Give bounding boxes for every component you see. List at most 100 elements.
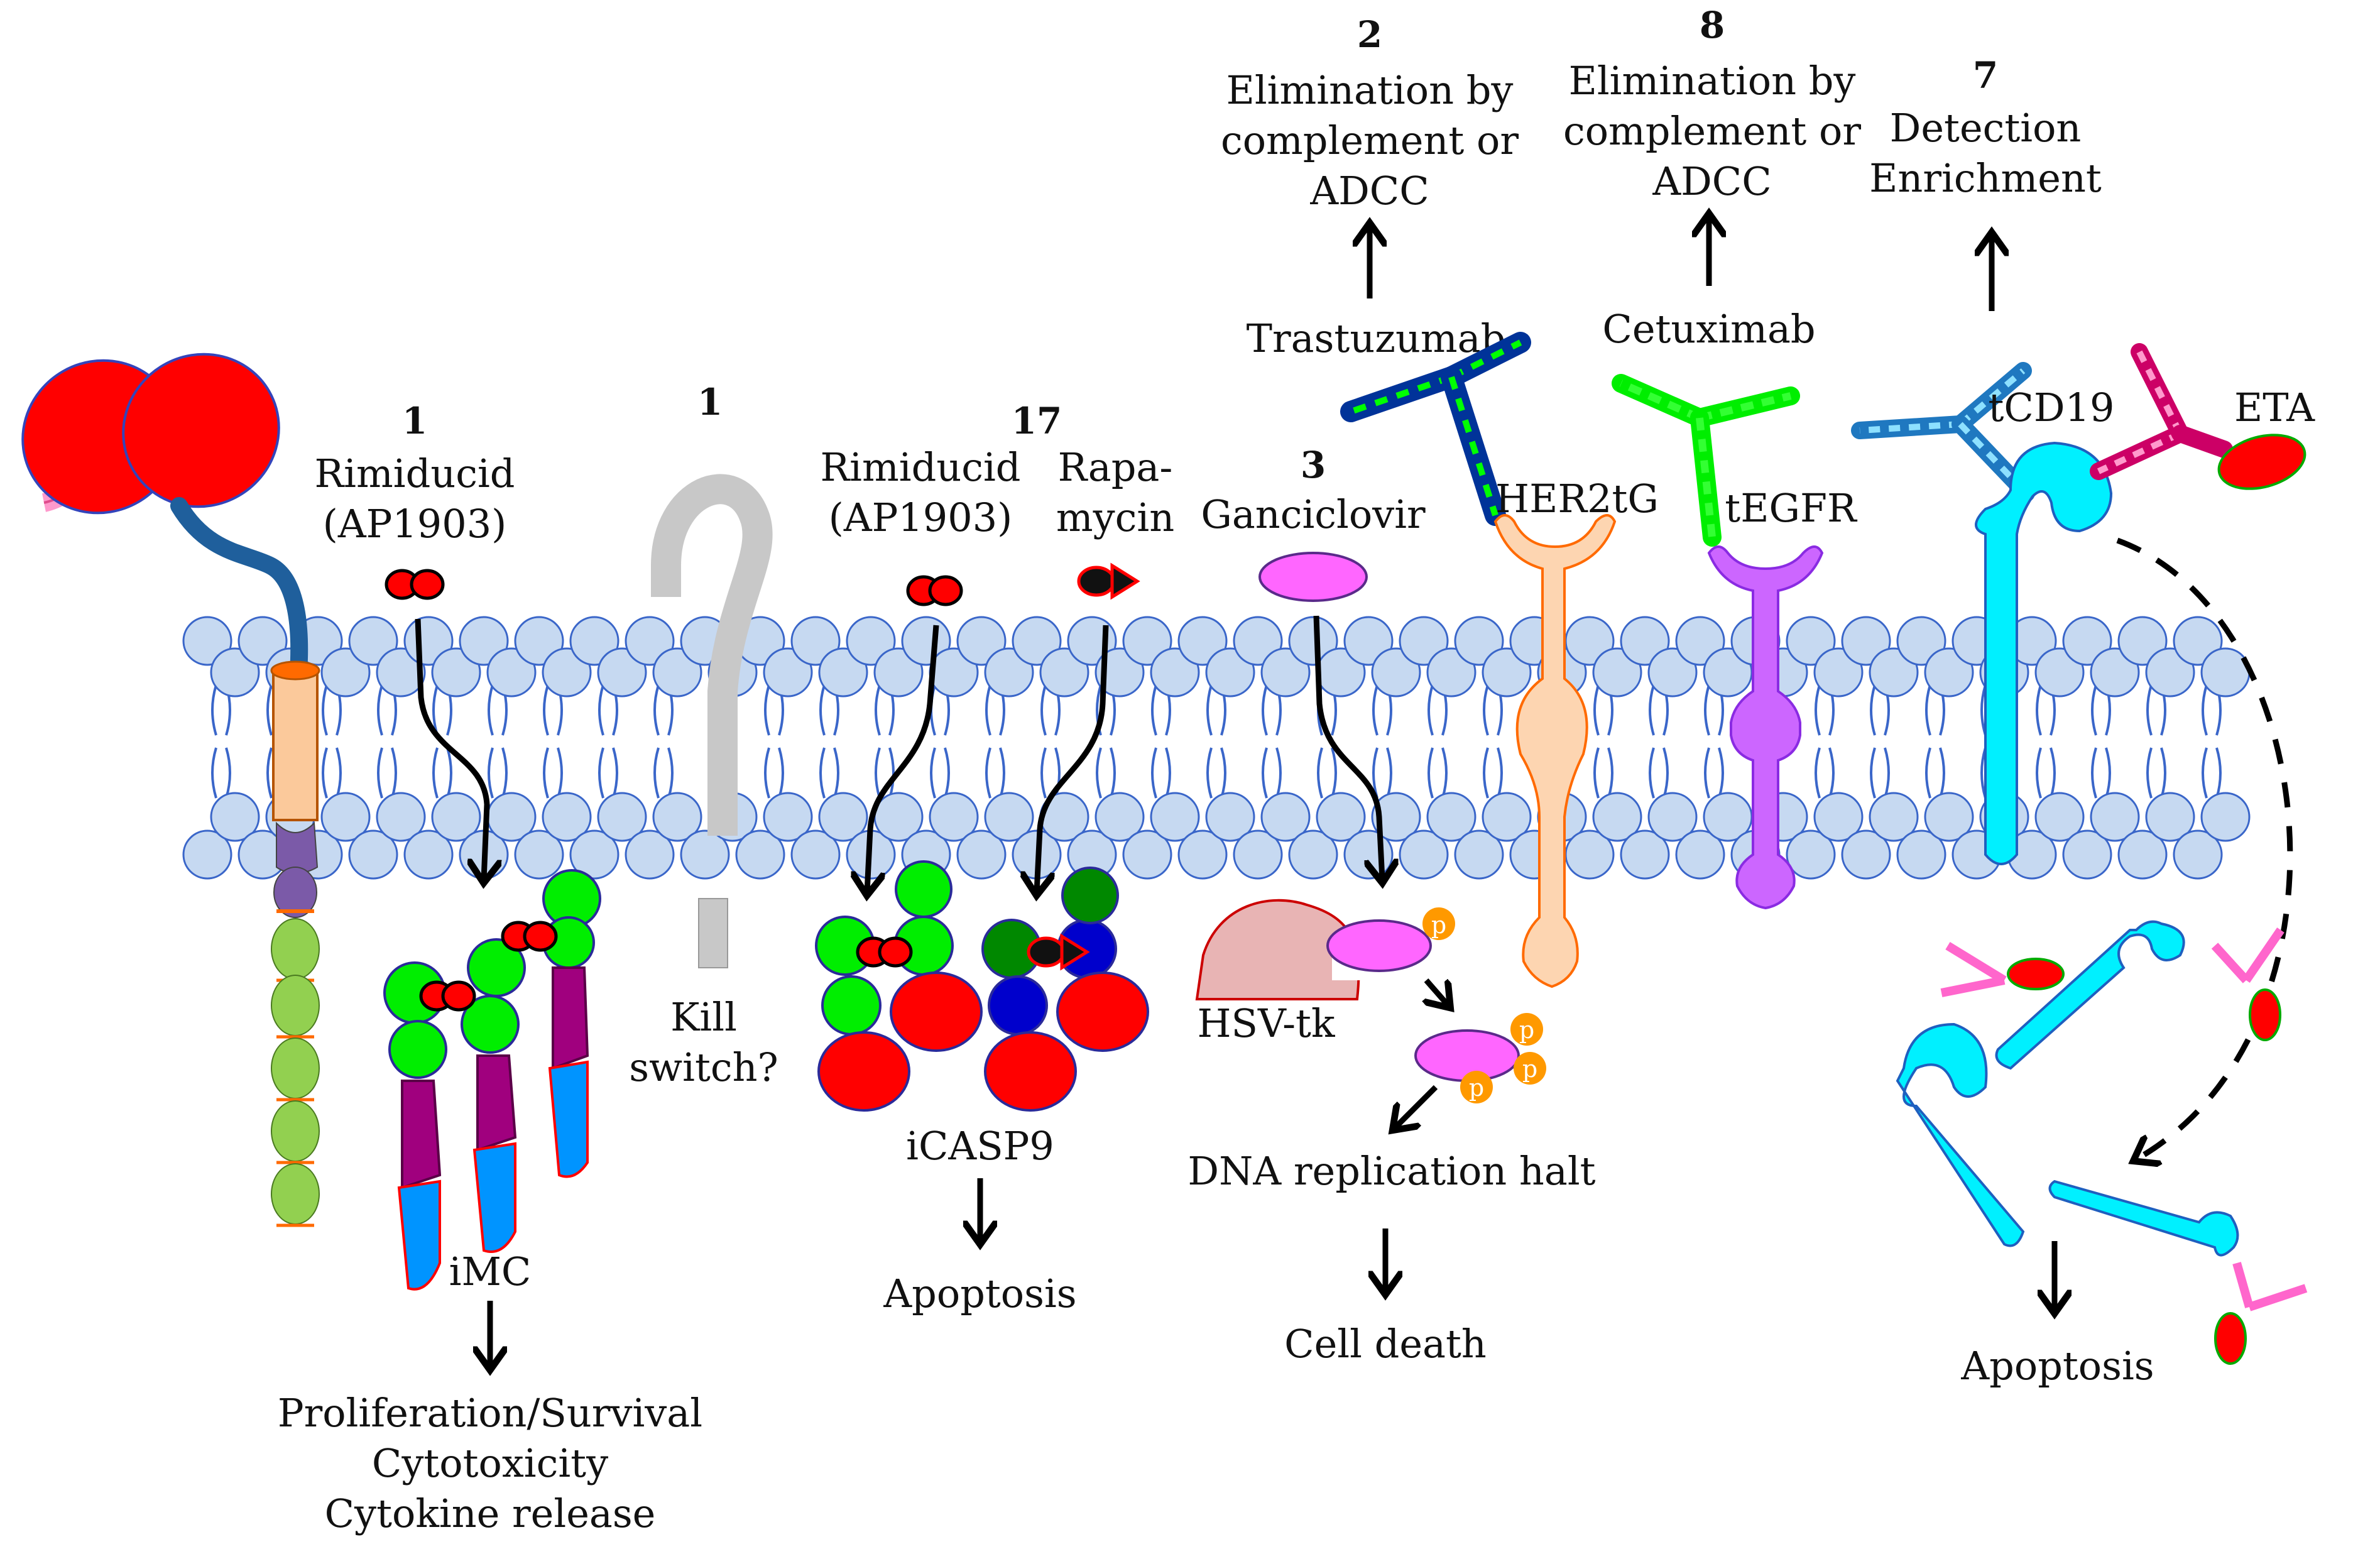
- phosphate-3-label: p: [1522, 1055, 1537, 1083]
- lipid-head: [597, 792, 647, 842]
- lipid-head: [1122, 616, 1172, 666]
- ganciclovir-molecule: [1258, 552, 1368, 602]
- lipid-tail: [1925, 747, 1945, 799]
- lipid-tail: [1427, 747, 1448, 799]
- internalized-tcd19-3: [2048, 1179, 2239, 1257]
- lipid-head: [2200, 792, 2251, 842]
- kill-switch-line-2: switch?: [629, 1044, 778, 1090]
- cd19-receptor-label: tCD19: [1989, 385, 2115, 430]
- lipid-head: [1039, 647, 1089, 698]
- lipid-head: [431, 647, 481, 698]
- lipid-tail: [985, 747, 1005, 799]
- lipid-head: [403, 829, 454, 880]
- hsvtk-ref: 3: [1301, 444, 1326, 486]
- lipid-head: [2062, 616, 2112, 666]
- scfv-domain-2: [122, 353, 280, 508]
- lipid-head: [763, 792, 813, 842]
- phosphate-4-label: p: [1469, 1074, 1484, 1102]
- kill-switch-section: 1 Kill switch?: [629, 381, 778, 1090]
- cd19-outcome-1: Detection: [1890, 105, 2082, 151]
- lipid-head: [1094, 647, 1145, 698]
- lipid-head: [237, 616, 288, 666]
- lipid-tail: [819, 747, 839, 799]
- car-receptor: [21, 353, 320, 1227]
- lipid-tail: [432, 747, 452, 799]
- lipid-head: [1647, 647, 1698, 698]
- lipid-head: [182, 829, 232, 880]
- imc-ref: 1: [402, 400, 427, 442]
- lipid-head: [790, 829, 841, 880]
- lipid-head: [1371, 792, 1421, 842]
- lipid-tail: [598, 747, 618, 799]
- lipid-head: [1924, 647, 1974, 698]
- icasp9-drug-label: Rimiducid: [821, 444, 1021, 490]
- cd19-outcome-2: Enrichment: [1869, 155, 2102, 201]
- rimiducid-molecule: [385, 569, 445, 600]
- lipid-tail: [1206, 747, 1226, 799]
- imc-molecule-1: [383, 961, 447, 1291]
- cd19-section: 7 Detection Enrichment tCD19 ETA: [1851, 54, 2315, 1389]
- lipid-head: [1371, 647, 1421, 698]
- lipid-head: [1288, 829, 1338, 880]
- hsvtk-step-2: Cell death: [1284, 1321, 1487, 1367]
- lipid-head: [1399, 616, 1449, 666]
- lipid-head: [1924, 792, 1974, 842]
- imc-dimerizer-pair-1: [419, 980, 476, 1012]
- lipid-head: [542, 792, 592, 842]
- lipid-head: [459, 616, 509, 666]
- lipid-head: [1426, 647, 1477, 698]
- lipid-tail: [1262, 747, 1282, 799]
- lipid-head: [1233, 616, 1283, 666]
- lipid-head: [1177, 616, 1228, 666]
- cd3-zeta-segment: [271, 975, 320, 1036]
- lipid-head: [2200, 647, 2251, 698]
- trastuzumab-antibody: [1340, 332, 1531, 526]
- lipid-head: [514, 829, 564, 880]
- her2-ref: 2: [1357, 13, 1382, 56]
- lipid-head: [569, 616, 620, 666]
- imc-section: 1 Rimiducid (AP1903): [278, 400, 702, 1536]
- rapamycin-molecule: [1077, 562, 1140, 600]
- lipid-head: [846, 616, 896, 666]
- icasp9-section: 17 Rimiducid (AP1903) Rapa- mycin: [815, 400, 1174, 1316]
- lipid-head: [1869, 647, 1919, 698]
- lipid-head: [625, 616, 675, 666]
- cetuximab-antibody: [1612, 374, 1800, 547]
- lipid-head: [652, 792, 702, 842]
- lipid-head: [514, 616, 564, 666]
- lipid-tail: [2146, 747, 2166, 799]
- rapamycin-label-2: mycin: [1056, 495, 1174, 540]
- cd3-zeta-segment: [271, 1163, 320, 1225]
- rimiducid-molecule-2: [906, 575, 963, 606]
- imc-outcome-1: Proliferation/Survival: [278, 1390, 702, 1436]
- internalized-eta-1: [1940, 942, 2065, 997]
- icasp9-outcome: Apoptosis: [883, 1271, 1076, 1316]
- lipid-head: [376, 792, 426, 842]
- eta-label: ETA: [2234, 385, 2315, 430]
- internalized-eta-3: [2214, 1262, 2308, 1365]
- lipid-head: [1896, 616, 1946, 666]
- lipid-head: [1094, 792, 1145, 842]
- her2-receptor-label: HER2tG: [1495, 476, 1659, 522]
- lipid-head: [486, 647, 537, 698]
- phosphate-4: [1460, 1071, 1493, 1103]
- lipid-head: [1233, 829, 1283, 880]
- her2-outcome-3: ADCC: [1309, 168, 1429, 214]
- icasp9-ref: 17: [1012, 400, 1062, 442]
- lipid-tail: [322, 747, 342, 799]
- lipid-head: [763, 647, 813, 698]
- lipid-head: [1869, 792, 1919, 842]
- tcd19-receptor: [1975, 441, 2113, 865]
- lipid-head: [1343, 616, 1394, 666]
- icasp9-entry-arrow-1: [867, 625, 939, 892]
- lipid-tail: [1649, 747, 1669, 799]
- lipid-head: [348, 616, 398, 666]
- imc-molecule-3: [542, 869, 601, 1178]
- cd19-ref: 7: [1973, 54, 1998, 97]
- lipid-head: [1150, 647, 1200, 698]
- egfr-outcome-2: complement or: [1563, 108, 1861, 154]
- lipid-head: [2117, 829, 2168, 880]
- hsvtk-section: 3 Ganciclovir p HSV-tk p p p DNA replica…: [1187, 444, 1595, 1367]
- hsvtk-step-1: DNA replication halt: [1187, 1148, 1595, 1194]
